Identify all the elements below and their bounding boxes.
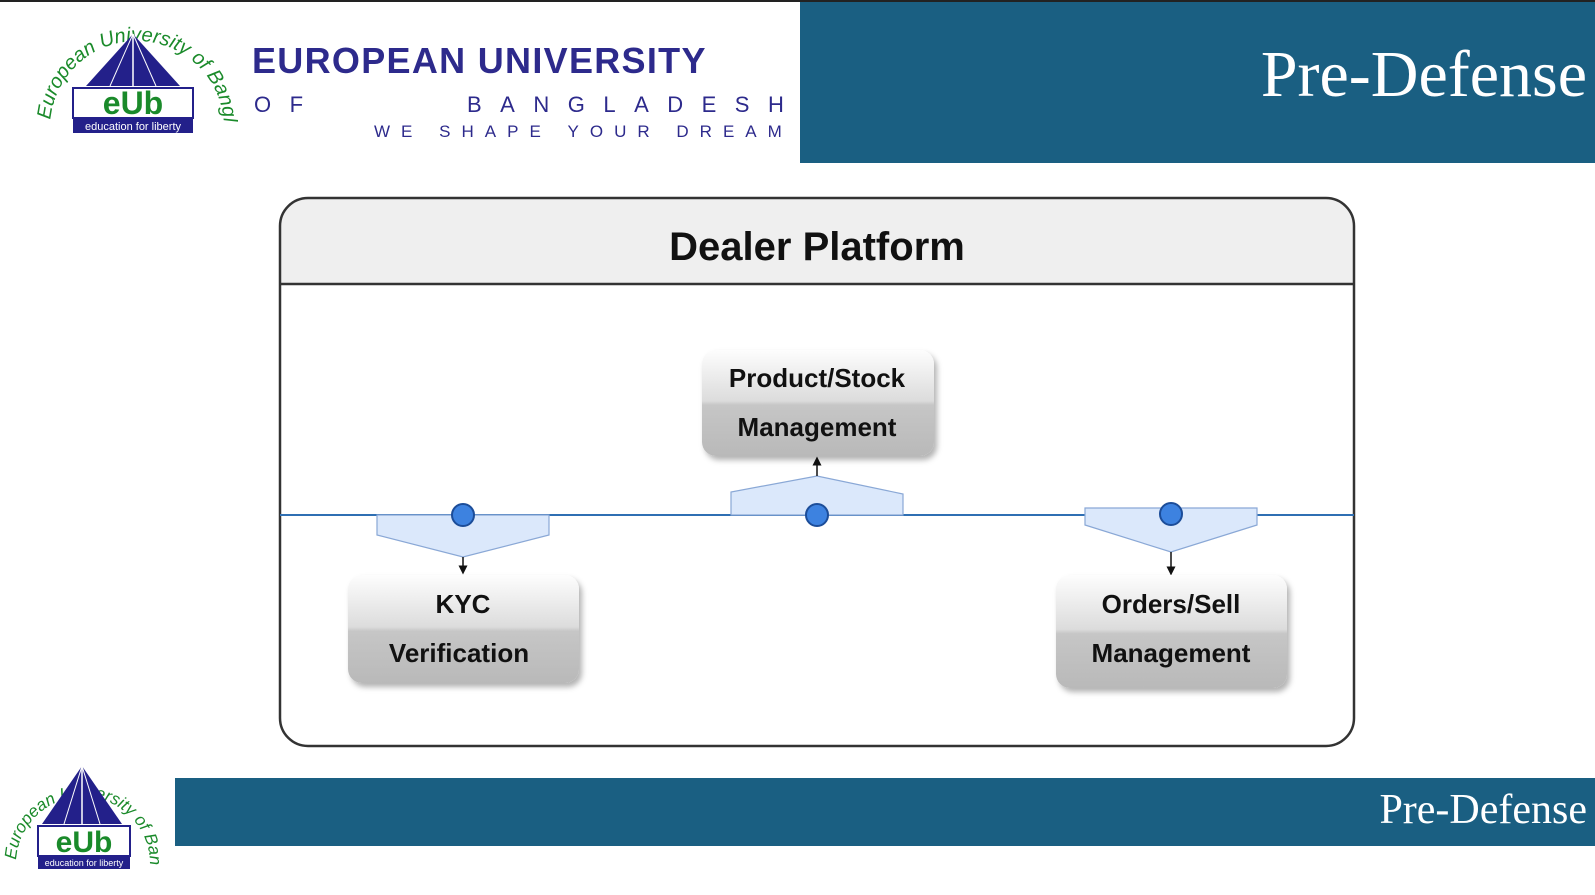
kyc-port	[376, 514, 550, 575]
orders-connector	[1159, 502, 1183, 526]
node-orders-sell: Orders/Sell Management	[1056, 575, 1287, 688]
wordmark-letter: H	[461, 122, 474, 141]
wordmark-letter: A	[484, 122, 497, 141]
wordmark-letter: S	[734, 92, 750, 117]
wordmark-letter: F	[289, 92, 304, 117]
wordmark-letter: O	[254, 92, 272, 117]
wordmark-letter: D	[676, 122, 689, 141]
wordmark-letter: Y	[567, 122, 579, 141]
node-kyc-line1: KYC	[436, 589, 491, 619]
wordmark-letter: A	[634, 92, 649, 117]
wordmark-letter: D	[667, 92, 684, 117]
node-orders-line1: Orders/Sell	[1102, 589, 1241, 619]
wordmark-letter: U	[614, 122, 627, 141]
node-kyc-verification: KYC Verification	[348, 575, 579, 683]
wordmark-name: EUROPEAN UNIVERSITY	[252, 40, 707, 81]
wordmark-letter: A	[745, 122, 757, 141]
logo-mark: eUb	[103, 85, 163, 121]
wordmark-letter: O	[589, 122, 604, 141]
logo-tagline: education for liberty	[85, 121, 181, 133]
wordmark-letter: L	[603, 92, 616, 117]
header-title: Pre-Defense	[1260, 38, 1587, 111]
wordmark-letter: E	[401, 122, 413, 141]
eub-logo-top: European University of Bangladesh eUb ed…	[28, 10, 238, 133]
wordmark-letter: E	[701, 92, 717, 117]
wordmark-letter: A	[500, 92, 515, 117]
product-connector	[805, 503, 829, 527]
node-product-stock: Product/Stock Management	[702, 350, 934, 456]
wordmark-letter: B	[467, 92, 482, 117]
logo-bottom-tagline: education for liberty	[45, 858, 124, 868]
wordmark-letter: H	[767, 92, 784, 117]
wordmark-letter: W	[374, 122, 391, 141]
footer-title: Pre-Defense	[1379, 787, 1587, 833]
node-product-line2: Management	[738, 412, 897, 442]
wordmark-letter: R	[637, 122, 650, 141]
top-rule	[0, 0, 1595, 2]
wordmark-letter: G	[567, 92, 585, 117]
diagram-title: Dealer Platform	[669, 225, 965, 269]
kyc-connector	[451, 503, 475, 527]
eub-logo-bottom: European University of Bangladesh eUb ed…	[2, 742, 162, 869]
wordmark-letter: N	[533, 92, 550, 117]
node-product-line1: Product/Stock	[729, 363, 906, 393]
header-band: Pre-Defense	[800, 2, 1595, 163]
orders-port	[1084, 507, 1258, 576]
node-kyc-line2: Verification	[389, 638, 529, 668]
logo-bottom-mark: eUb	[56, 826, 113, 859]
wordmark-letter: E	[529, 122, 541, 141]
wordmark-letter: R	[699, 122, 712, 141]
wordmark-letter: M	[767, 122, 782, 141]
wordmark-letter: E	[722, 122, 735, 141]
node-orders-line2: Management	[1092, 638, 1251, 668]
wordmark-letter: S	[439, 122, 451, 141]
product-port	[730, 456, 904, 516]
platform-container	[278, 196, 1356, 748]
footer-band: Pre-Defense	[175, 778, 1595, 846]
wordmark-letter: P	[507, 122, 519, 141]
